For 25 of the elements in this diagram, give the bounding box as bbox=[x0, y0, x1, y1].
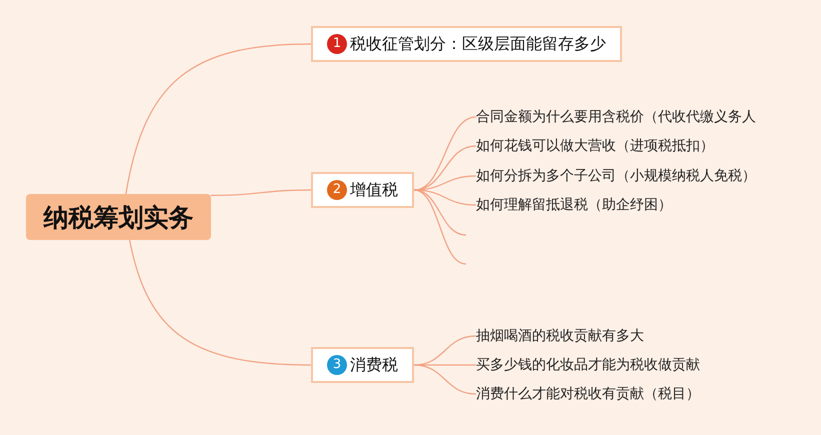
main-topic bbox=[311, 347, 414, 383]
main-topic bbox=[311, 26, 622, 62]
branch-line bbox=[414, 364, 476, 395]
subtopic-label: 合同金额为什么要用含税价（代收代缴义务人 bbox=[476, 107, 756, 127]
branch-line bbox=[414, 335, 476, 366]
subtopic-label: 如何理解留抵退税（助企纾困） bbox=[476, 195, 672, 215]
branch-line bbox=[211, 189, 311, 196]
topic-label: 消费税 bbox=[350, 354, 398, 376]
number-marker: 2 bbox=[327, 180, 347, 200]
number-marker: 3 bbox=[327, 355, 347, 375]
subtopic-label: 买多少钱的化妆品才能为税收做贡献 bbox=[476, 355, 700, 375]
central-topic: 纳税筹划实务 bbox=[26, 194, 211, 240]
branch-line bbox=[414, 145, 476, 191]
subtopic-label: 抽烟喝酒的税收贡献有多大 bbox=[476, 326, 644, 346]
branch-line bbox=[414, 189, 466, 265]
topic-label: 税收征管划分：区级层面能留存多少 bbox=[350, 34, 606, 54]
subtopic-label: 如何分拆为多个子公司（小规模纳税人免税） bbox=[476, 166, 756, 186]
branch-line bbox=[125, 43, 312, 194]
subtopic-label: 如何花钱可以做大营收（进项税抵扣） bbox=[476, 136, 714, 156]
number-marker: 1 bbox=[327, 34, 347, 54]
subtopic-label: 消费什么才能对税收有贡献（税目） bbox=[476, 384, 700, 404]
branch-line bbox=[414, 189, 466, 236]
main-topic bbox=[311, 172, 414, 208]
branch-line bbox=[129, 240, 312, 366]
topic-label: 增值税 bbox=[350, 180, 398, 200]
